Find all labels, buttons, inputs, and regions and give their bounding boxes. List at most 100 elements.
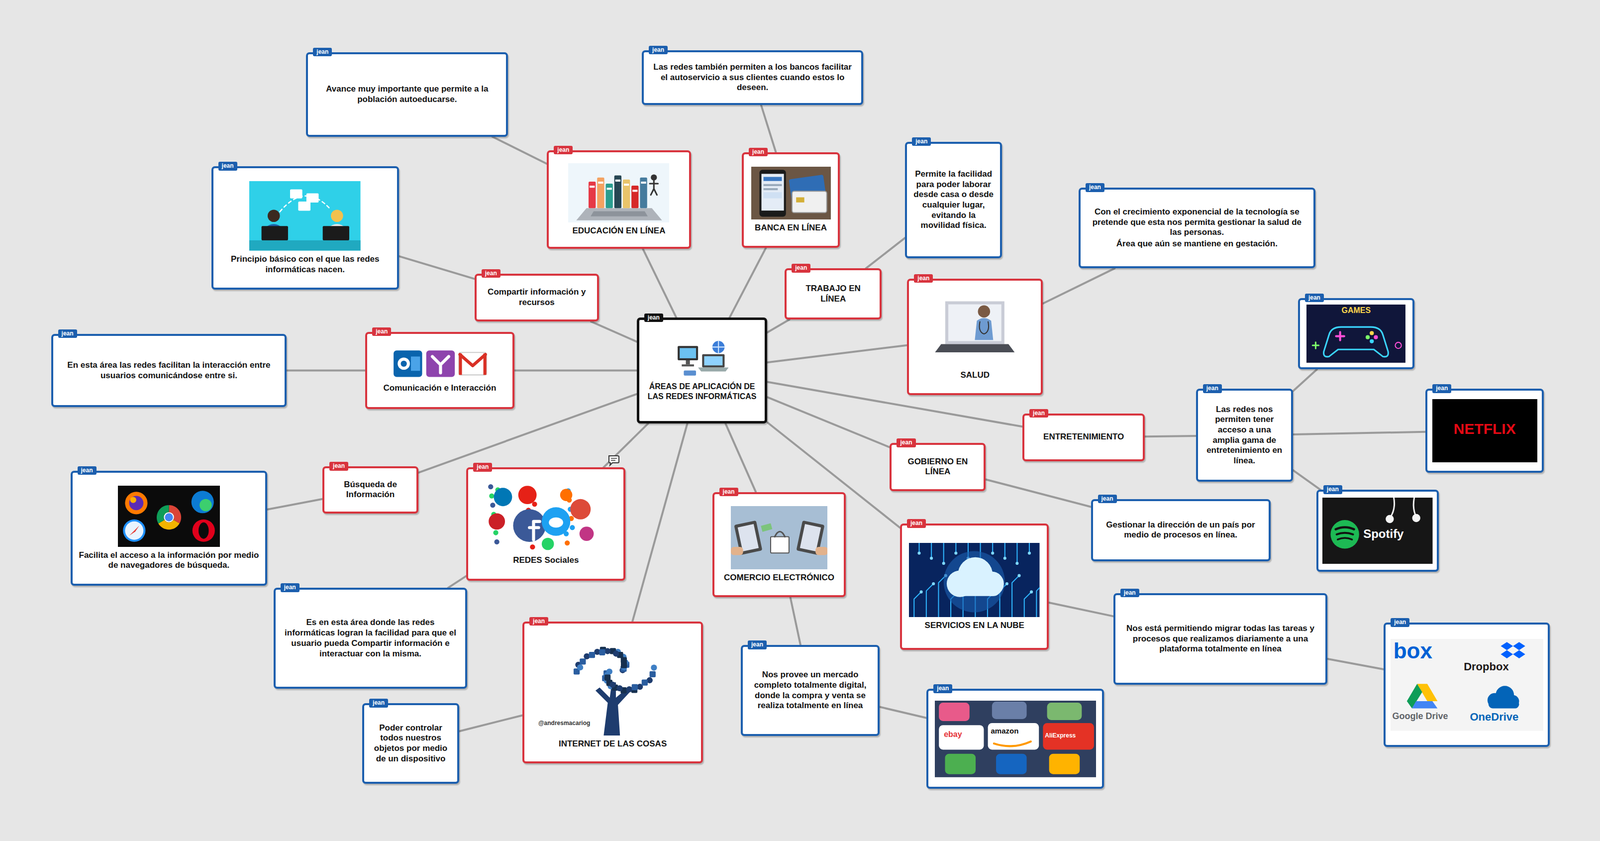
connector bbox=[642, 248, 677, 317]
illustration-part bbox=[298, 201, 311, 211]
illustration-part bbox=[978, 305, 991, 318]
illustration-part bbox=[458, 352, 487, 375]
author-tag: jean bbox=[719, 487, 739, 497]
topic-box: jeanBúsqueda de Información bbox=[322, 466, 419, 513]
picture-frame bbox=[117, 485, 220, 547]
author-tag: jean bbox=[911, 137, 931, 146]
illustration-part bbox=[908, 542, 1040, 618]
illustration-part bbox=[1500, 641, 1513, 650]
picture-frame bbox=[391, 347, 489, 381]
author-tag: jean bbox=[906, 518, 926, 528]
illustration-part bbox=[914, 591, 922, 617]
illustration-part bbox=[579, 526, 595, 541]
illustration-part bbox=[393, 350, 422, 377]
illustration-part bbox=[1036, 583, 1040, 618]
topic-box: jean@andresmacariogINTERNET DE LAS COSAS bbox=[522, 621, 703, 764]
illustration-part bbox=[122, 518, 146, 542]
illustration-part bbox=[605, 183, 613, 208]
illustration bbox=[751, 166, 831, 220]
illustration-part bbox=[1390, 638, 1544, 731]
picture-frame bbox=[568, 163, 670, 223]
logo-text: AliExpress bbox=[1044, 732, 1076, 739]
illustration-part bbox=[128, 495, 144, 510]
author-tag: jean bbox=[1029, 408, 1049, 418]
picture-frame: Spotify bbox=[1322, 497, 1433, 564]
note-box: jeanEs en esta área donde las redes info… bbox=[273, 587, 468, 689]
node-label: Comunicación e Interacción bbox=[383, 383, 497, 394]
illustration-part bbox=[677, 345, 699, 361]
illustration-part bbox=[942, 561, 946, 565]
author-tag: jean bbox=[329, 461, 349, 471]
illustration-part bbox=[926, 293, 1023, 367]
illustration-part bbox=[591, 210, 649, 216]
picture-frame bbox=[908, 542, 1040, 618]
note-box: jeanNETFLIX bbox=[1425, 388, 1544, 473]
picture-frame bbox=[751, 166, 831, 220]
topic-box: jeanTRABAJO EN LÍNEA bbox=[784, 268, 882, 320]
note-box: jeanGestionar la dirección de un país po… bbox=[1091, 499, 1271, 562]
illustration-part bbox=[792, 191, 827, 213]
illustration-part bbox=[1500, 649, 1513, 658]
illustration-part bbox=[1323, 326, 1389, 357]
illustration-part bbox=[261, 226, 289, 241]
illustration-part bbox=[770, 536, 790, 553]
node-label: Gestionar la dirección de un país por me… bbox=[1099, 519, 1263, 541]
illustration-part bbox=[331, 209, 344, 223]
illustration-part bbox=[306, 193, 319, 203]
illustration-part bbox=[681, 364, 695, 367]
illustration-part bbox=[1335, 526, 1355, 529]
topic-box: jeanComunicación e Interacción bbox=[365, 331, 514, 410]
author-tag: jean bbox=[372, 327, 392, 336]
illustration-part bbox=[1048, 753, 1080, 775]
connector bbox=[1144, 435, 1197, 437]
node-label: Facilita el acceso a la información por … bbox=[78, 550, 260, 571]
illustration-part bbox=[616, 685, 623, 692]
illustration-part bbox=[931, 542, 933, 559]
note-box: jeanPoder controlar todos nuestros objet… bbox=[362, 702, 460, 784]
illustration-part bbox=[595, 682, 632, 736]
topic-box: jeanBANCA EN LÍNEA bbox=[741, 152, 840, 249]
comment-bubble bbox=[608, 455, 619, 466]
connector bbox=[591, 321, 637, 342]
illustration-part bbox=[938, 702, 970, 721]
illustration-part bbox=[290, 189, 303, 199]
connector bbox=[761, 104, 776, 152]
note-box: jeanPrincipio básico con el que las rede… bbox=[211, 166, 400, 290]
illustration-part bbox=[1369, 339, 1374, 344]
node-label: Avance muy importante que permite a la p… bbox=[313, 84, 500, 105]
author-tag: jean bbox=[218, 161, 238, 171]
illustration-part bbox=[1336, 332, 1345, 341]
connector bbox=[492, 136, 548, 164]
node-label: Compartir información y recursos bbox=[482, 287, 592, 308]
illustration-part bbox=[124, 520, 144, 540]
node-label: REDES Sociales bbox=[512, 555, 579, 566]
illustration-part bbox=[490, 502, 496, 508]
author-tag: jean bbox=[648, 45, 668, 55]
node-label: Es en esta área donde las redes informát… bbox=[281, 617, 460, 659]
logo-text: GAMES bbox=[1306, 306, 1406, 315]
connector bbox=[767, 319, 790, 333]
illustration-part bbox=[943, 550, 1005, 612]
illustration-part bbox=[606, 187, 612, 190]
illustration-part bbox=[641, 181, 647, 184]
node-label: Las redes también permiten a los bancos … bbox=[649, 62, 856, 94]
author-tag: jean bbox=[529, 616, 549, 626]
illustration-part bbox=[640, 177, 648, 208]
illustration-part bbox=[494, 538, 500, 544]
illustration-part bbox=[926, 583, 934, 618]
node-label: SERVICIOS EN LA NUBE bbox=[924, 620, 1025, 631]
illustration-part bbox=[1024, 591, 1032, 617]
topic-box: jeanSALUD bbox=[906, 278, 1043, 396]
topic-box: jeanCOMERCIO ELECTRÓNICO bbox=[712, 492, 847, 598]
picture-frame: boxDropboxGoogle DriveOneDrive bbox=[1390, 638, 1544, 731]
comment-icon bbox=[608, 455, 619, 466]
illustration-part bbox=[685, 360, 690, 365]
illustration-part bbox=[649, 180, 658, 195]
author-tag: jean bbox=[481, 269, 501, 278]
illustration-part bbox=[529, 544, 535, 550]
illustration-part bbox=[192, 518, 215, 542]
illustration-part bbox=[604, 674, 611, 681]
picture-frame: @andresmacariog bbox=[536, 635, 690, 736]
author-tag: jean bbox=[1085, 183, 1105, 192]
illustration-part bbox=[1369, 331, 1374, 336]
